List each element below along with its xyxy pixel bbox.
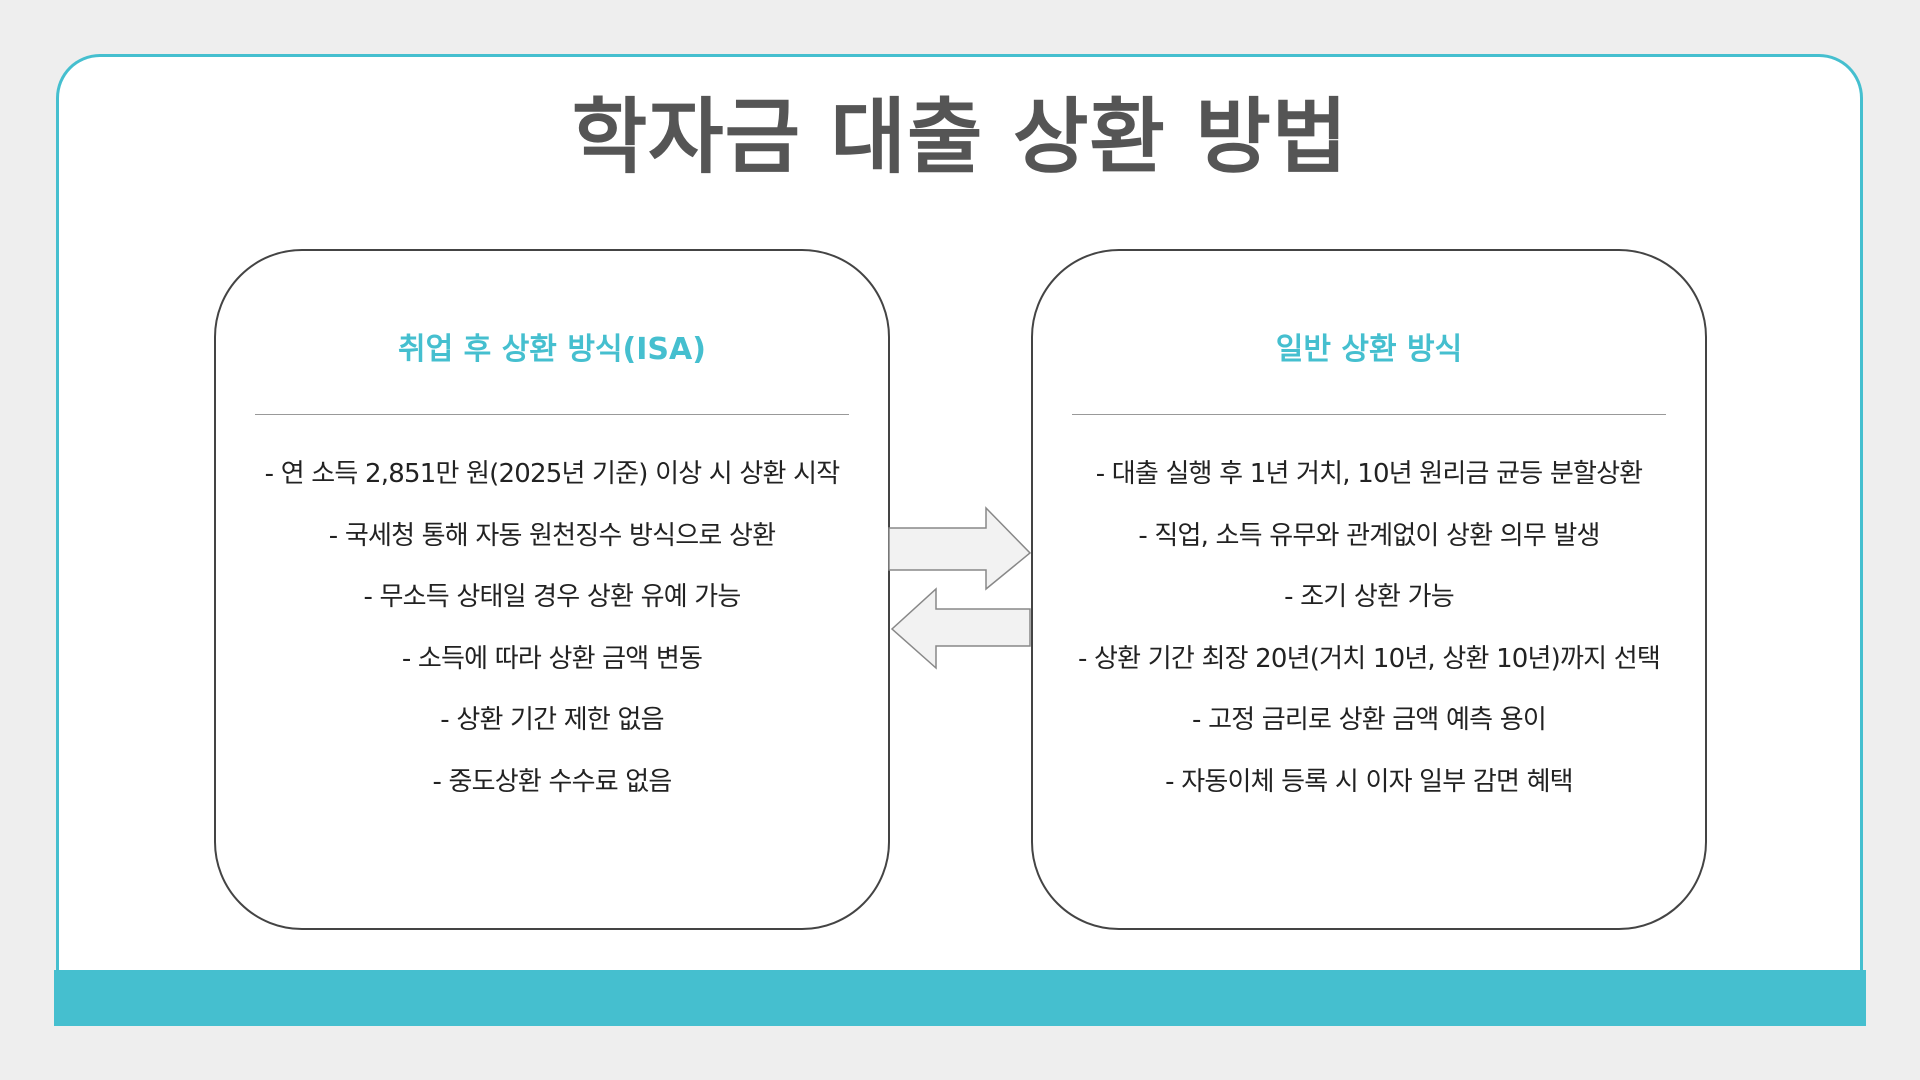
general-card-list: - 대출 실행 후 1년 거치, 10년 원리금 균등 분할상환 - 직업, 소… [1033, 451, 1705, 820]
list-item: - 자동이체 등록 시 이자 일부 감면 혜택 [1165, 766, 1573, 797]
list-item: - 대출 실행 후 1년 거치, 10년 원리금 균등 분할상환 [1095, 459, 1643, 489]
general-card-divider [1072, 414, 1666, 415]
list-item: - 국세청 통해 자동 원천징수 방식으로 상환 [328, 520, 776, 551]
arrow-left-icon [890, 587, 1031, 670]
isa-card-divider [255, 414, 849, 415]
arrow-right-icon [888, 506, 1032, 591]
list-item: - 소득에 따라 상환 금액 변동 [401, 643, 703, 674]
list-item: - 중도상환 수수료 없음 [432, 766, 672, 797]
isa-card-list: - 연 소득 2,851만 원(2025년 기준) 이상 시 상환 시작 - 국… [216, 451, 888, 820]
list-item: - 조기 상환 가능 [1284, 582, 1455, 612]
list-item: - 무소득 상태일 경우 상환 유예 가능 [363, 582, 741, 612]
list-item: - 직업, 소득 유무와 관계없이 상환 의무 발생 [1138, 520, 1600, 551]
general-card-heading: 일반 상환 방식 [1275, 332, 1463, 367]
left-right-arrows-icon [888, 506, 1032, 670]
list-item: - 연 소득 2,851만 원(2025년 기준) 이상 시 상환 시작 [264, 459, 840, 489]
list-item: - 고정 금리로 상환 금액 예측 용이 [1192, 705, 1547, 735]
list-item: - 상환 기간 제한 없음 [440, 705, 664, 735]
page-title: 학자금 대출 상환 방법 [571, 90, 1349, 185]
isa-repayment-card: 취업 후 상환 방식(ISA) - 연 소득 2,851만 원(2025년 기준… [214, 249, 890, 930]
list-item: - 상환 기간 최장 20년(거치 10년, 상환 10년)까지 선택 [1078, 643, 1661, 674]
isa-card-heading: 취업 후 상환 방식(ISA) [398, 332, 706, 367]
footer-bar [54, 970, 1866, 1026]
general-repayment-card: 일반 상환 방식 - 대출 실행 후 1년 거치, 10년 원리금 균등 분할상… [1031, 249, 1707, 930]
